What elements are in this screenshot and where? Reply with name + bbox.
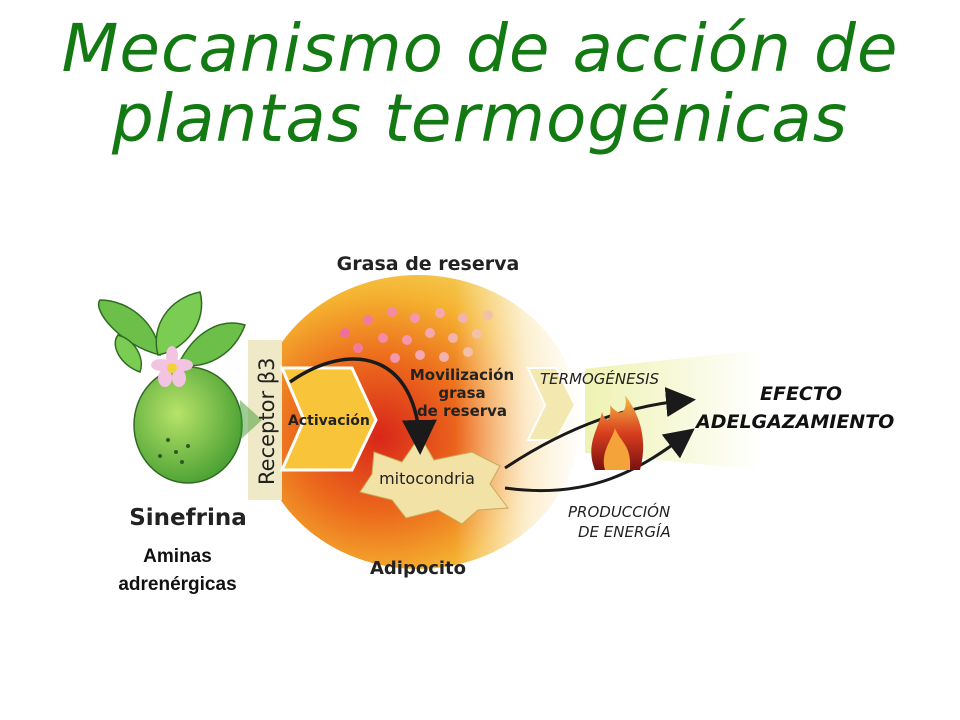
label-sinefrina: Sinefrina bbox=[129, 505, 247, 531]
aminas-line-1: Aminas bbox=[143, 546, 212, 567]
title-line-1: Mecanismo de acción de bbox=[61, 10, 899, 87]
fat-droplets bbox=[340, 307, 493, 363]
mobilization-arrow bbox=[288, 357, 437, 455]
label-movilizacion-2: grasa bbox=[438, 384, 485, 402]
title-line-2: plantas termogénicas bbox=[111, 80, 849, 157]
activation-arrow bbox=[279, 366, 378, 472]
label-termogenesis: TERMOGÉNESIS bbox=[540, 369, 660, 388]
label-mitocondria: mitocondria bbox=[379, 469, 475, 488]
label-activacion: Activación bbox=[288, 413, 370, 429]
label-movilizacion-1: Movilización bbox=[410, 366, 514, 384]
label-receptor: Receptor β3 bbox=[255, 357, 279, 485]
aminas-annotation: Aminas adrenérgicas bbox=[100, 543, 255, 599]
label-produccion-2: DE ENERGÍA bbox=[578, 522, 671, 541]
label-grasa-reserva: Grasa de reserva bbox=[337, 253, 520, 275]
label-efecto-2: ADELGAZAMIENTO bbox=[694, 411, 894, 433]
energy-beam bbox=[555, 350, 760, 470]
citrus-plant-illustration bbox=[97, 291, 262, 484]
energy-arrow bbox=[504, 428, 695, 493]
flame-icon bbox=[591, 395, 644, 470]
label-efecto-1: EFECTO bbox=[760, 383, 842, 405]
label-adipocito: Adipocito bbox=[370, 558, 466, 579]
aminas-line-2: adrenérgicas bbox=[118, 574, 237, 595]
page-title: Mecanismo de acción de plantas termogéni… bbox=[0, 14, 960, 154]
label-produccion-1: PRODUCCIÓN bbox=[568, 502, 670, 521]
thermogenesis-arrow bbox=[504, 387, 696, 470]
label-movilizacion-3: de reserva bbox=[417, 402, 507, 420]
